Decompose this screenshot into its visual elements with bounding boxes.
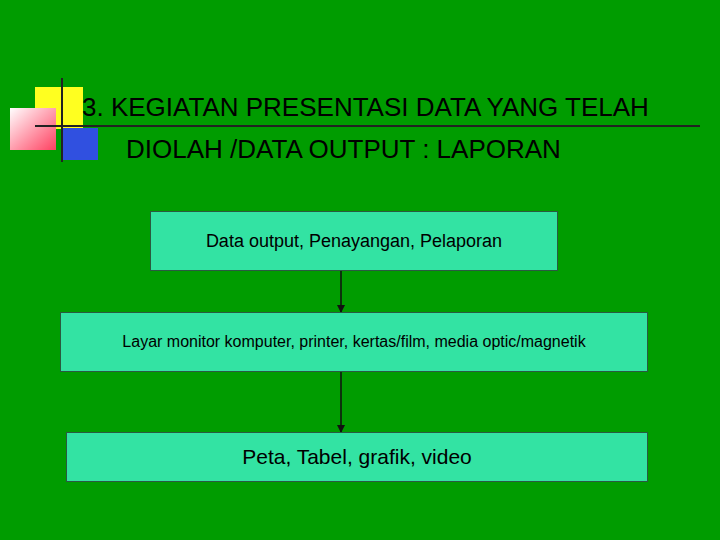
blue-square	[62, 128, 98, 160]
horizontal-rule	[35, 125, 700, 127]
flow-arrow	[340, 372, 342, 432]
process-box: Data output, Penayangan, Pelaporan	[150, 211, 558, 271]
red-square	[10, 108, 56, 150]
process-box: Peta, Tabel, grafik, video	[66, 432, 648, 482]
slide-title: 3. KEGIATAN PRESENTASI DATA YANG TELAH D…	[82, 86, 686, 170]
vertical-rule	[61, 78, 63, 162]
box-text: Peta, Tabel, grafik, video	[242, 445, 472, 469]
process-box: Layar monitor komputer, printer, kertas/…	[60, 312, 648, 372]
box-text: Layar monitor komputer, printer, kertas/…	[122, 333, 585, 351]
box-text: Data output, Penayangan, Pelaporan	[206, 231, 502, 252]
flow-arrow	[340, 271, 342, 312]
